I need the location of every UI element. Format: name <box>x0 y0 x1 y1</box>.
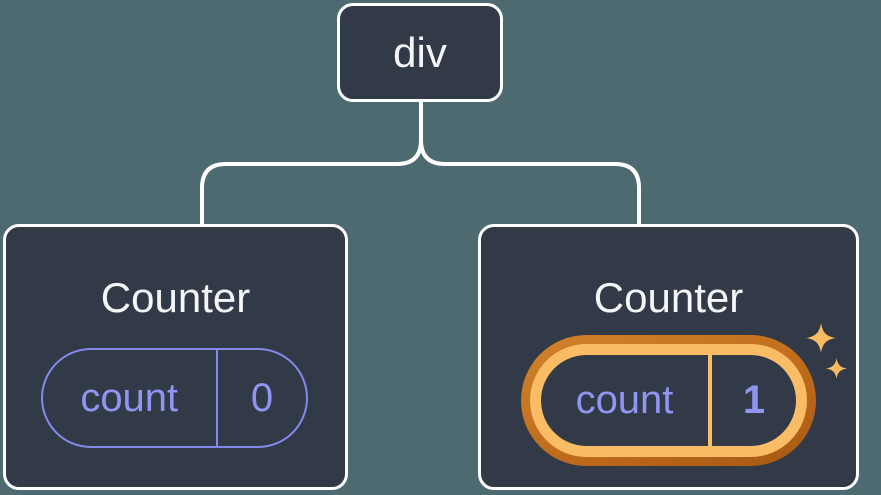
state-pill: count 0 <box>41 348 308 448</box>
card-title: Counter <box>593 274 744 321</box>
state-key-label: count <box>575 378 674 422</box>
counter-card-left: Counter count 0 <box>3 224 348 490</box>
counter-card-right: Counter count 1 <box>478 224 859 490</box>
pill-divider <box>215 350 218 446</box>
state-key-label: count <box>80 375 179 420</box>
state-value: 0 <box>250 375 274 420</box>
connector-right-branch <box>419 99 641 228</box>
pill-divider <box>708 355 712 446</box>
highlight-ring: count 1 <box>521 335 816 466</box>
highlight-ring-inner: count 1 <box>530 344 807 457</box>
sparkle-icon <box>826 358 847 379</box>
card-title: Counter <box>100 274 251 321</box>
state-pill-highlighted: count 1 <box>541 355 796 446</box>
connector-left-branch <box>200 99 423 228</box>
state-value: 1 <box>742 378 766 422</box>
root-node-label: div <box>393 28 447 76</box>
root-node-div: div <box>337 3 503 102</box>
sparkle-icon <box>806 323 836 353</box>
